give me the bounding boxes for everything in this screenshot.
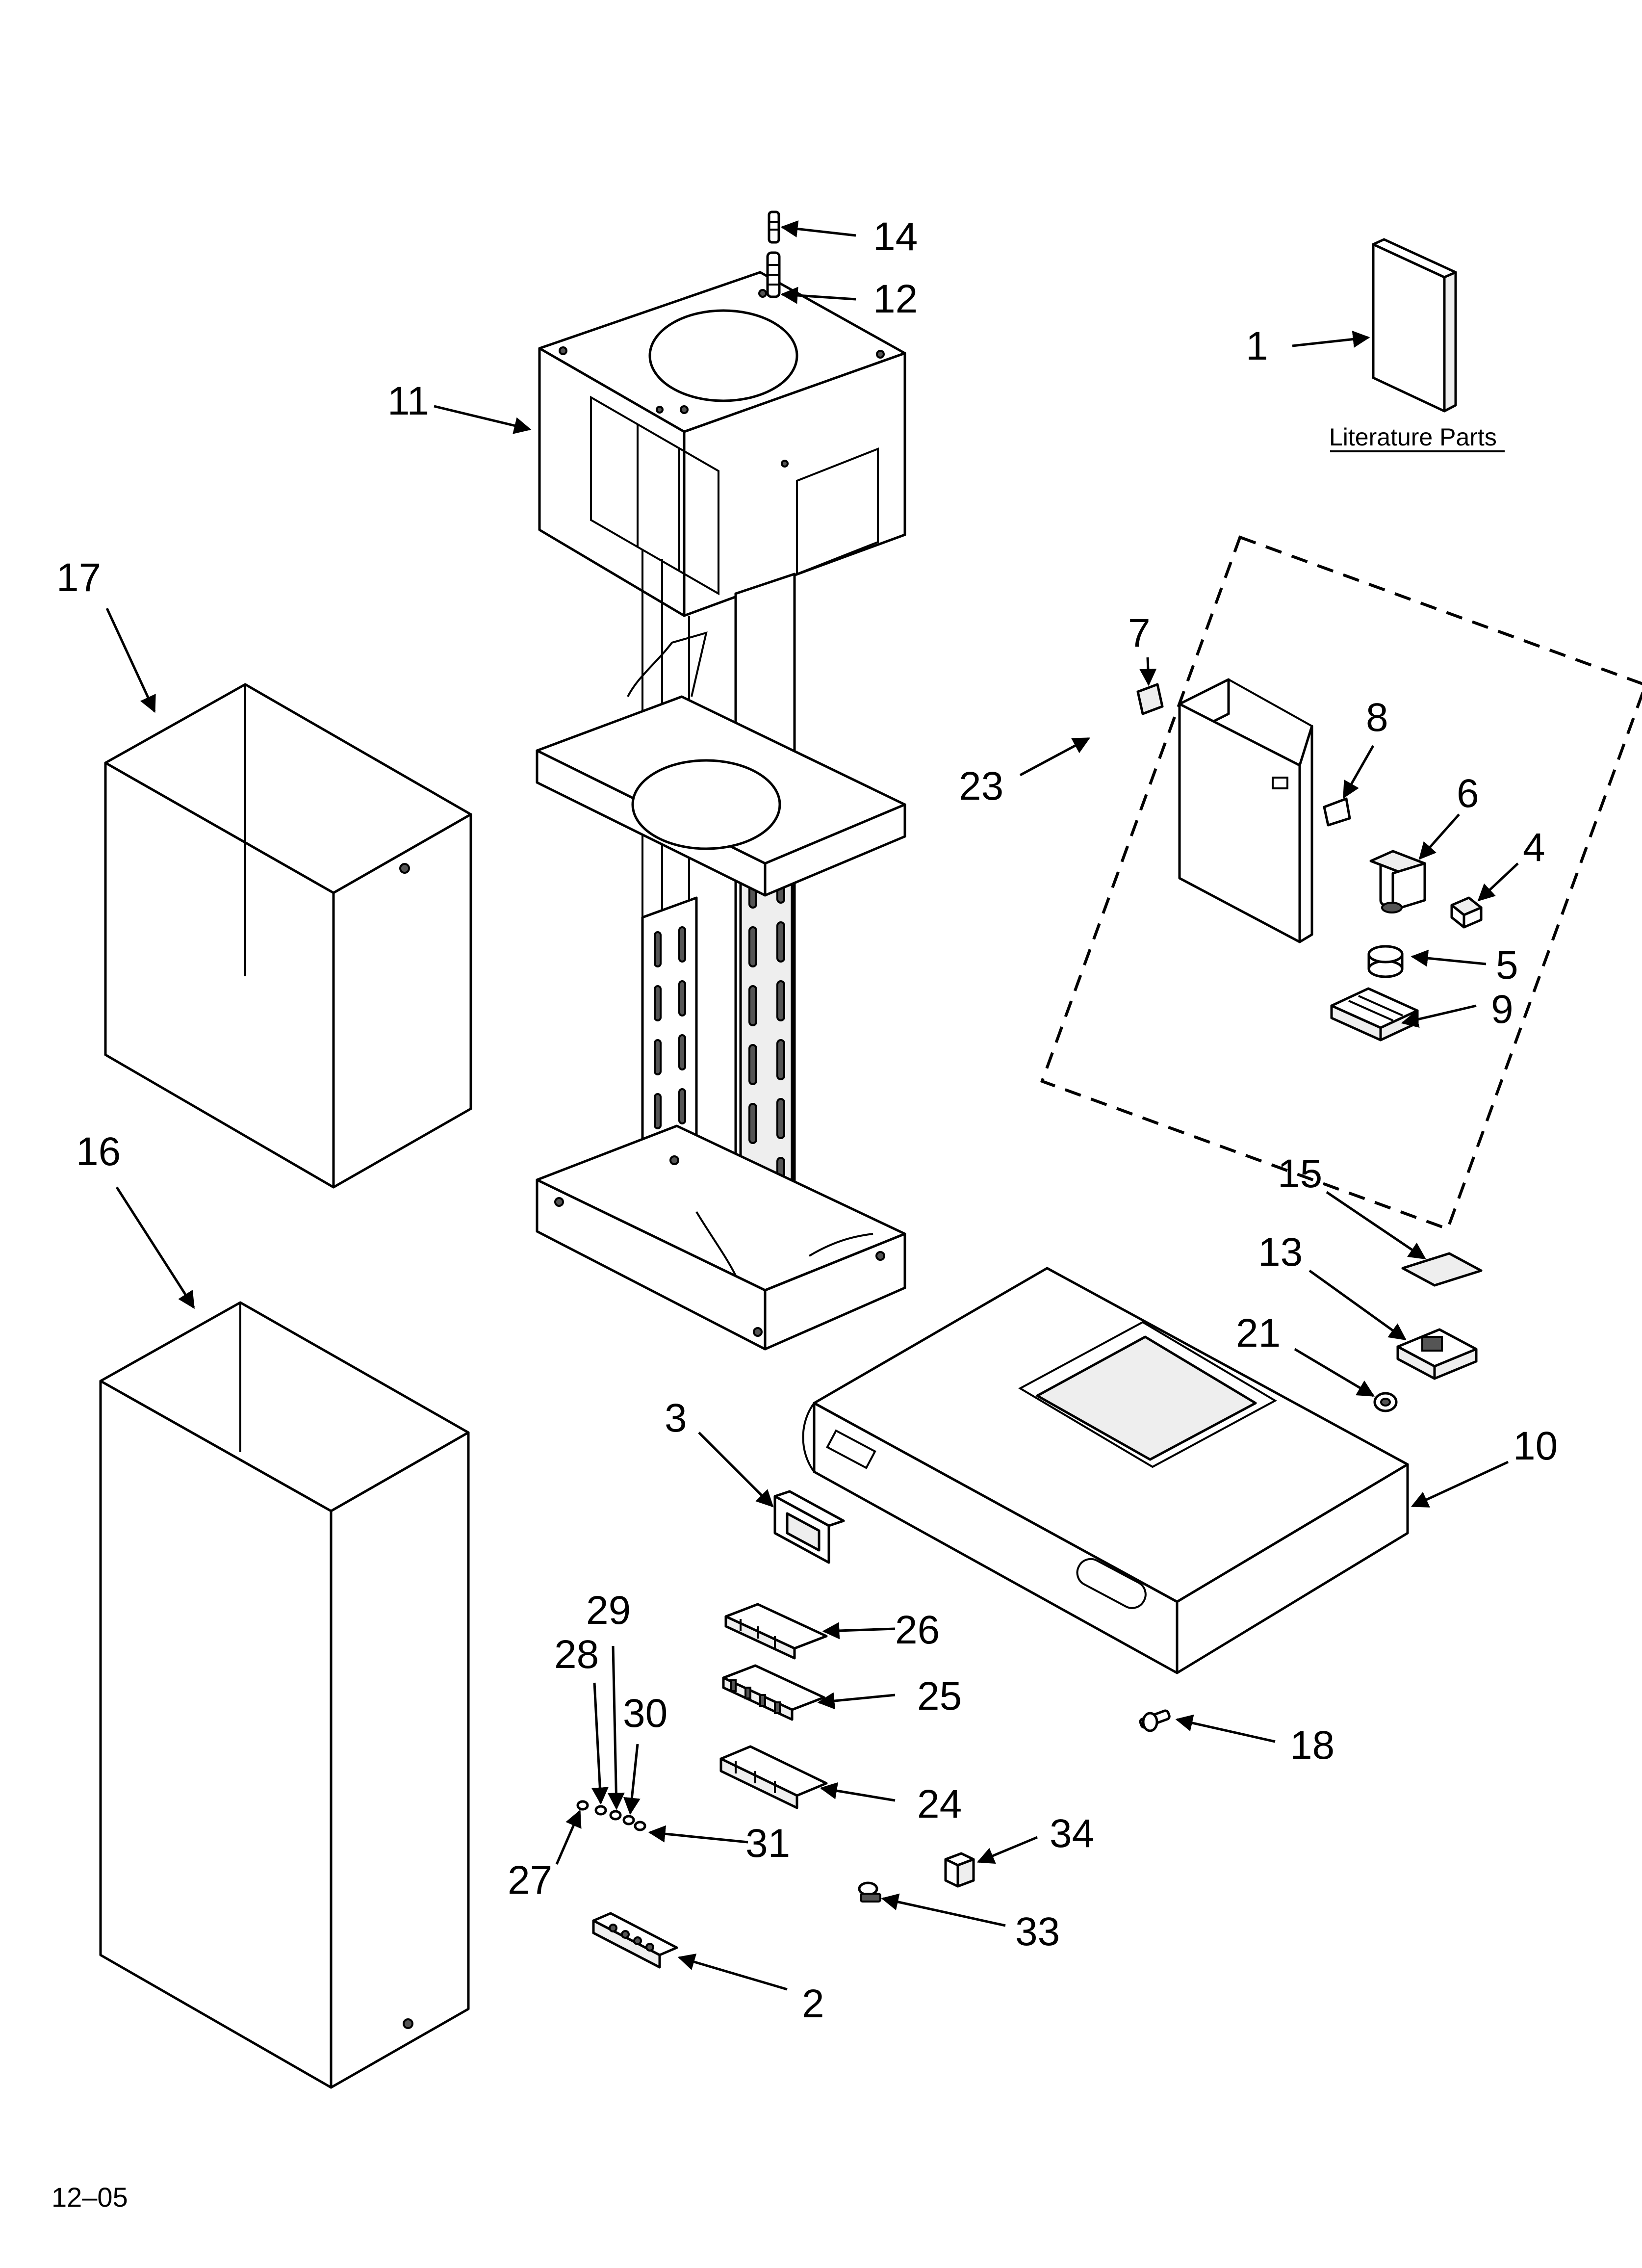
part-30-button [622, 1815, 635, 1825]
callout-5: 5 [1496, 943, 1518, 988]
part-23-group-box [1040, 535, 1642, 1231]
callout-2: 2 [802, 1981, 824, 2026]
part-24-bracket [719, 1745, 828, 1809]
leader-lines [105, 220, 1519, 1991]
callout-3: 3 [665, 1396, 687, 1440]
callout-28: 28 [554, 1632, 599, 1677]
callout-15: 15 [1278, 1151, 1322, 1196]
part-34-cap [944, 1852, 975, 1888]
literature-parts-text: Literature Parts [1329, 423, 1497, 451]
part-16-lower-duct-cover [99, 1301, 470, 2089]
part-18-screw [1139, 1709, 1171, 1732]
part-11-upper-frame [538, 271, 906, 617]
callout-26: 26 [895, 1608, 940, 1652]
part-33-connector [858, 1881, 881, 1903]
callout-34: 34 [1050, 1811, 1094, 1856]
callout-25: 25 [917, 1674, 962, 1719]
callout-13: 13 [1258, 1230, 1303, 1275]
part-26-clip [724, 1603, 828, 1660]
callout-17: 17 [56, 555, 101, 600]
callout-33: 33 [1015, 1909, 1060, 1954]
part-25-switch-block [722, 1664, 825, 1721]
callout-8: 8 [1366, 695, 1388, 740]
part-21-grommet [1373, 1392, 1398, 1412]
callout-14: 14 [873, 214, 918, 259]
part-5-knob [1367, 945, 1404, 978]
part-8-filter [1323, 797, 1351, 827]
part-29-button [609, 1810, 622, 1821]
callout-12: 12 [873, 277, 918, 321]
part-6-motor [1369, 850, 1426, 913]
part-10-hood-body [802, 1267, 1409, 1674]
part-15-label [1401, 1252, 1483, 1287]
callout-10: 10 [1513, 1424, 1558, 1468]
part-13-control-board [1396, 1328, 1478, 1380]
callout-16: 16 [76, 1129, 121, 1174]
part-12-screw [766, 251, 781, 298]
callout-29: 29 [586, 1588, 631, 1633]
part-14-screw [768, 210, 780, 244]
callout-11: 11 [387, 379, 429, 423]
callout-31: 31 [745, 1821, 790, 1866]
callout-6: 6 [1457, 771, 1479, 816]
callout-24: 24 [917, 1782, 962, 1826]
page-code: 12–05 [51, 2182, 128, 2213]
part-7-filter [1136, 683, 1164, 715]
callout-23: 23 [959, 764, 1003, 808]
part-1-literature-book [1372, 238, 1457, 413]
parts-27-31-buttons [576, 1800, 646, 1831]
part-9-tray [1330, 987, 1419, 1042]
callout-18: 18 [1290, 1723, 1334, 1768]
part-2-button-panel [592, 1912, 678, 1969]
part-4-switch [1450, 896, 1483, 929]
callout-27: 27 [508, 1858, 552, 1903]
part-17-upper-duct-cover [104, 683, 472, 1189]
part-31-button [634, 1821, 646, 1831]
callout-1: 1 [1246, 324, 1268, 368]
chimney-frame [536, 549, 906, 1351]
callout-30: 30 [623, 1691, 667, 1736]
part-28-button [594, 1805, 607, 1816]
callout-7: 7 [1128, 611, 1151, 655]
callout-labels: 1 2 3 4 5 6 7 8 9 10 11 12 13 14 15 16 1… [56, 214, 1558, 2026]
callout-9: 9 [1491, 987, 1514, 1032]
part-23-duct-panel [1178, 678, 1313, 943]
part-3-bracket [773, 1490, 845, 1564]
literature-parts-label: Literature Parts [1329, 423, 1505, 452]
callout-21: 21 [1236, 1311, 1281, 1356]
part-27-button [576, 1800, 589, 1811]
callout-4: 4 [1523, 825, 1545, 870]
